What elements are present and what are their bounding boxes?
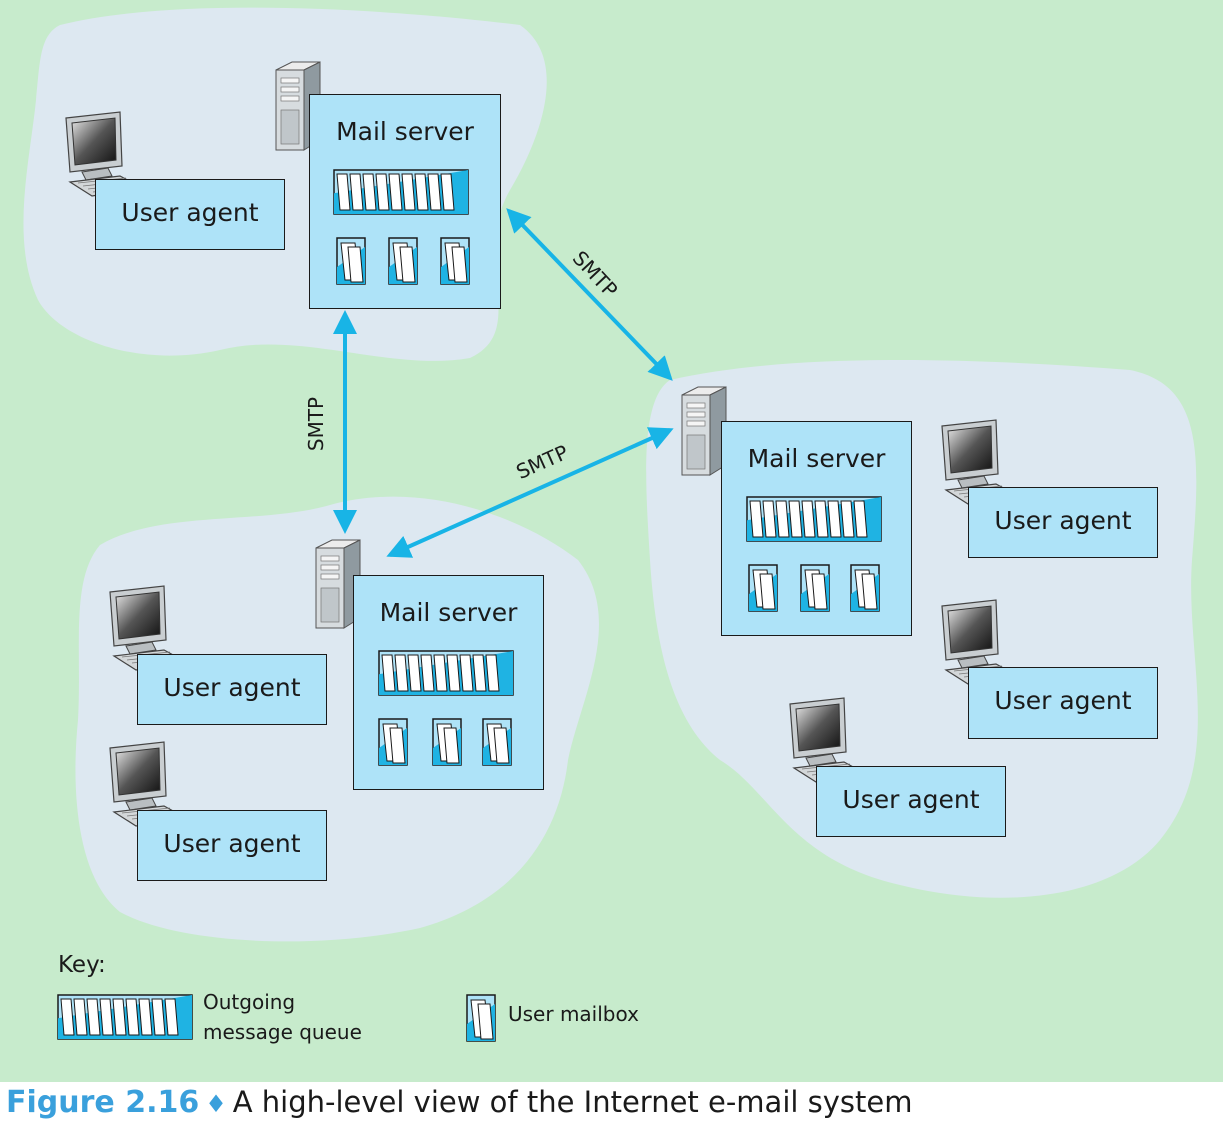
user-agent-label: User agent — [163, 673, 301, 702]
key-mailbox-icon — [466, 994, 496, 1042]
user-mailbox-icon — [388, 237, 418, 285]
user-agent-label: User agent — [121, 198, 259, 227]
caption-diamond-icon: ♦ — [205, 1090, 227, 1118]
mail-server-box: Mail server — [353, 575, 544, 790]
user-mailbox-icon — [482, 718, 512, 766]
user-mailbox-icon — [748, 564, 778, 612]
user-mailbox-icon — [432, 718, 462, 766]
user-agent-box: User agent — [816, 766, 1006, 837]
user-mailbox-icon — [800, 564, 830, 612]
diagram-canvas: Mail server User agent Mail server User … — [0, 0, 1223, 1082]
user-agent-label: User agent — [994, 506, 1132, 535]
user-mailbox-icon — [336, 237, 366, 285]
mail-server-label: Mail server — [336, 117, 474, 146]
user-agent-box: User agent — [137, 810, 327, 881]
mail-server-box: Mail server — [721, 421, 912, 636]
figure-caption: Figure 2.16♦A high-level view of the Int… — [6, 1082, 913, 1122]
key-title: Key: — [58, 952, 106, 978]
smtp-label: SMTP — [304, 396, 329, 452]
user-agent-box: User agent — [95, 179, 285, 250]
user-agent-label: User agent — [994, 686, 1132, 715]
user-agent-box: User agent — [968, 667, 1158, 739]
user-mailbox-icon — [440, 237, 470, 285]
figure-title: A high-level view of the Internet e-mail… — [232, 1085, 913, 1119]
user-agent-box: User agent — [137, 654, 327, 725]
user-mailbox-icon — [850, 564, 880, 612]
user-agent-label: User agent — [842, 785, 980, 814]
outgoing-message-queue-icon — [746, 496, 882, 542]
user-agent-box: User agent — [968, 487, 1158, 558]
figure-number: Figure 2.16 — [6, 1085, 200, 1120]
mail-server-label: Mail server — [379, 598, 518, 627]
computer-icon — [941, 599, 1020, 685]
mail-server-box: Mail server — [309, 94, 501, 309]
outgoing-message-queue-icon — [378, 650, 514, 696]
key-queue-icon — [57, 994, 193, 1040]
mail-server-label: Mail server — [747, 444, 886, 473]
key-queue-label-line2: message queue — [203, 1020, 362, 1044]
outgoing-message-queue-icon — [333, 169, 469, 215]
user-mailbox-icon — [378, 718, 408, 766]
key-mailbox-label: User mailbox — [508, 1002, 639, 1026]
key-queue-label-line1: Outgoing — [203, 990, 296, 1014]
server-tower-icon — [676, 385, 728, 481]
user-agent-label: User agent — [163, 829, 301, 858]
computer-icon — [789, 697, 868, 783]
